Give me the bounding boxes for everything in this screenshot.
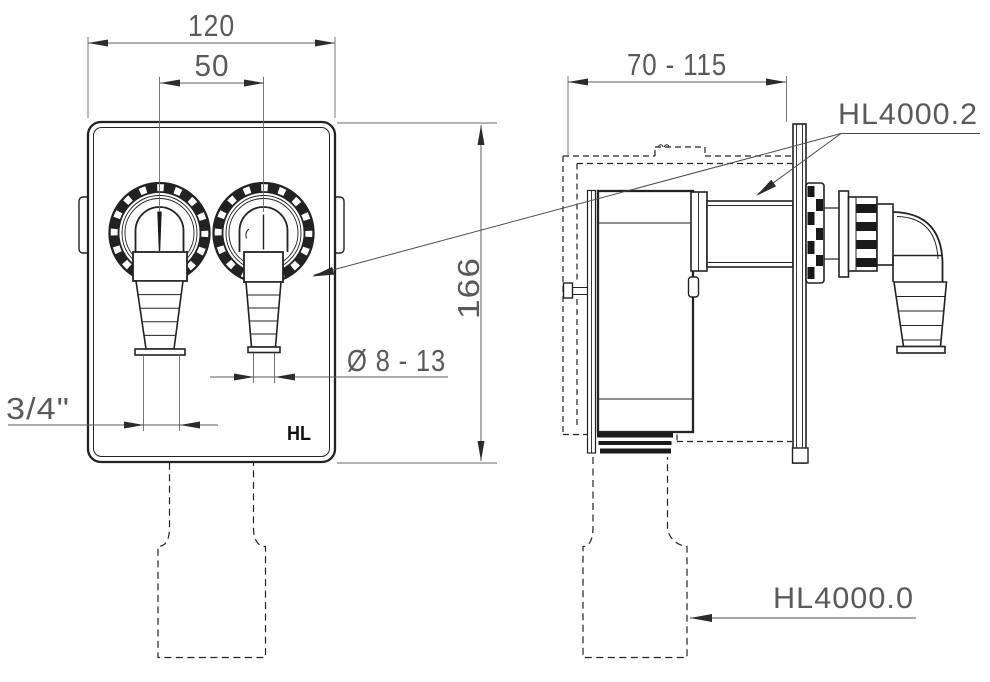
elbow-outlet	[892, 211, 948, 354]
face-plate-inner	[93, 127, 330, 457]
product-code-text: HL4000.2	[838, 98, 978, 131]
front-view: HL	[78, 120, 345, 659]
cap-slot-left	[157, 211, 162, 251]
elbow-hose-barb	[893, 281, 948, 348]
nut-sleeve	[876, 203, 894, 266]
castellated-nut	[838, 190, 878, 278]
arrowhead	[234, 373, 254, 381]
mounting-clip	[562, 282, 587, 299]
barb-flange-right	[247, 346, 281, 354]
arrowhead	[160, 79, 180, 87]
dimension-connector-spacing: 50	[159, 48, 264, 212]
arrowhead	[568, 78, 588, 86]
dimension-thread-size: 3/4"	[6, 355, 218, 431]
leader-arrowhead	[312, 266, 335, 277]
arrowhead	[244, 79, 264, 87]
hidden-recess-box	[562, 144, 792, 443]
wall-plate	[791, 123, 809, 464]
dimension-plate-width: 120	[87, 8, 336, 118]
barb-block-right	[243, 251, 284, 283]
hose-connector-right	[212, 181, 315, 354]
hidden-outlet-pipe-front	[157, 462, 267, 659]
dim-hose-diameter-text: Ø 8 - 13	[347, 343, 446, 378]
barb-block-left	[132, 251, 188, 282]
label-product-code: HL4000.2	[312, 98, 980, 277]
side-view	[562, 123, 948, 659]
arrowhead	[766, 78, 786, 86]
neck-tube	[706, 200, 794, 268]
arrowhead	[124, 421, 144, 429]
dimension-mounting-depth: 70 - 115	[567, 47, 787, 156]
leader-arrowhead	[690, 614, 712, 622]
dimension-hose-diameter: Ø 8 - 13	[210, 343, 448, 383]
base-trap-code-text: HL4000.0	[773, 582, 914, 615]
face-plate-outer	[86, 120, 337, 464]
arrowhead	[315, 39, 335, 47]
neck-collar	[690, 191, 708, 272]
dim-mounting-depth-text: 70 - 115	[627, 47, 727, 82]
dim-plate-height-text: 166	[451, 257, 486, 319]
hose-barb-right	[245, 281, 282, 348]
arrowhead	[477, 125, 485, 145]
outlet-gasket	[597, 433, 673, 438]
barb-flange-left	[134, 348, 186, 356]
union-ring	[805, 182, 825, 284]
arrowhead	[477, 441, 485, 461]
dim-connector-spacing-text: 50	[195, 48, 230, 83]
cap-mark-right	[245, 228, 250, 239]
dim-plate-width-text: 120	[188, 8, 235, 43]
label-base-trap-code: HL4000.0	[690, 582, 916, 622]
trap-body	[596, 189, 695, 434]
hidden-outlet-pipe-side	[582, 457, 688, 659]
arrowhead	[275, 373, 295, 381]
hl-logo: HL	[287, 423, 311, 445]
leader-arrowhead	[756, 179, 777, 196]
body-knob	[687, 276, 700, 298]
elbow-barb-flange	[896, 345, 946, 354]
dimension-plate-height: 166	[337, 122, 497, 464]
arrowhead	[88, 39, 108, 47]
dim-thread-size-text: 3/4"	[6, 391, 70, 426]
arrowhead	[180, 421, 200, 429]
